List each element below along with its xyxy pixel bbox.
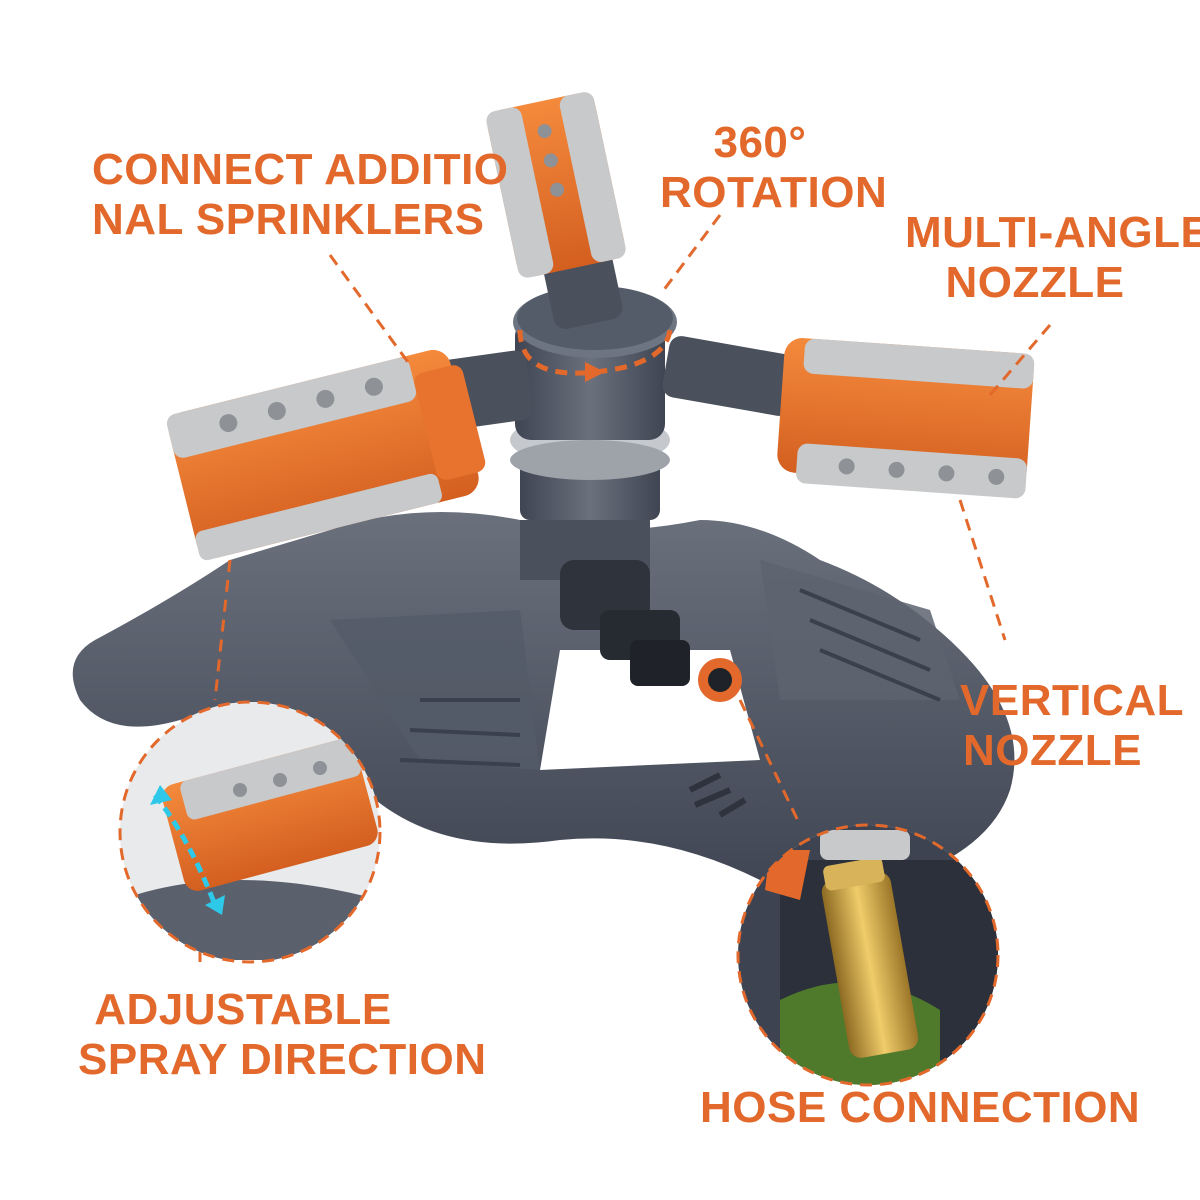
label-multi-angle-nozzle: MULTI-ANGLE NOZZLE <box>905 208 1200 308</box>
label-hose-line1: HOSE CONNECTION <box>700 1083 1141 1132</box>
label-multi-line1: MULTI-ANGLE <box>905 208 1200 257</box>
rotation-arrow <box>517 329 673 376</box>
nozzle-left <box>166 349 486 561</box>
nozzle-top <box>486 92 626 278</box>
label-rotation-line1: 360° <box>713 118 807 167</box>
label-hose-connection: HOSE CONNECTION <box>700 1083 1141 1133</box>
label-adjust-line1: ADJUSTABLE <box>94 985 392 1034</box>
label-connect-additional-sprinklers: CONNECT ADDITIO NAL SPRINKLERS <box>92 145 509 245</box>
label-adjustable-spray-direction: ADJUSTABLE SPRAY DIRECTION <box>78 985 487 1085</box>
label-connect-line2: NAL SPRINKLERS <box>92 195 485 244</box>
inset-adjustable-spray <box>118 700 382 964</box>
label-rotation-line2: ROTATION <box>660 168 888 217</box>
label-360-rotation: 360° ROTATION <box>660 118 888 218</box>
label-vertical-line2: NOZZLE <box>963 726 1142 775</box>
label-connect-line1: CONNECT ADDITIO <box>92 145 509 194</box>
label-multi-line2: NOZZLE <box>945 258 1125 307</box>
label-adjust-line2: SPRAY DIRECTION <box>78 1035 487 1084</box>
inset-hose-connection <box>736 823 1000 1087</box>
label-vertical-line1: VERTICAL <box>960 676 1184 725</box>
label-vertical-nozzle: VERTICAL NOZZLE <box>960 676 1184 776</box>
nozzle-right <box>777 338 1035 499</box>
